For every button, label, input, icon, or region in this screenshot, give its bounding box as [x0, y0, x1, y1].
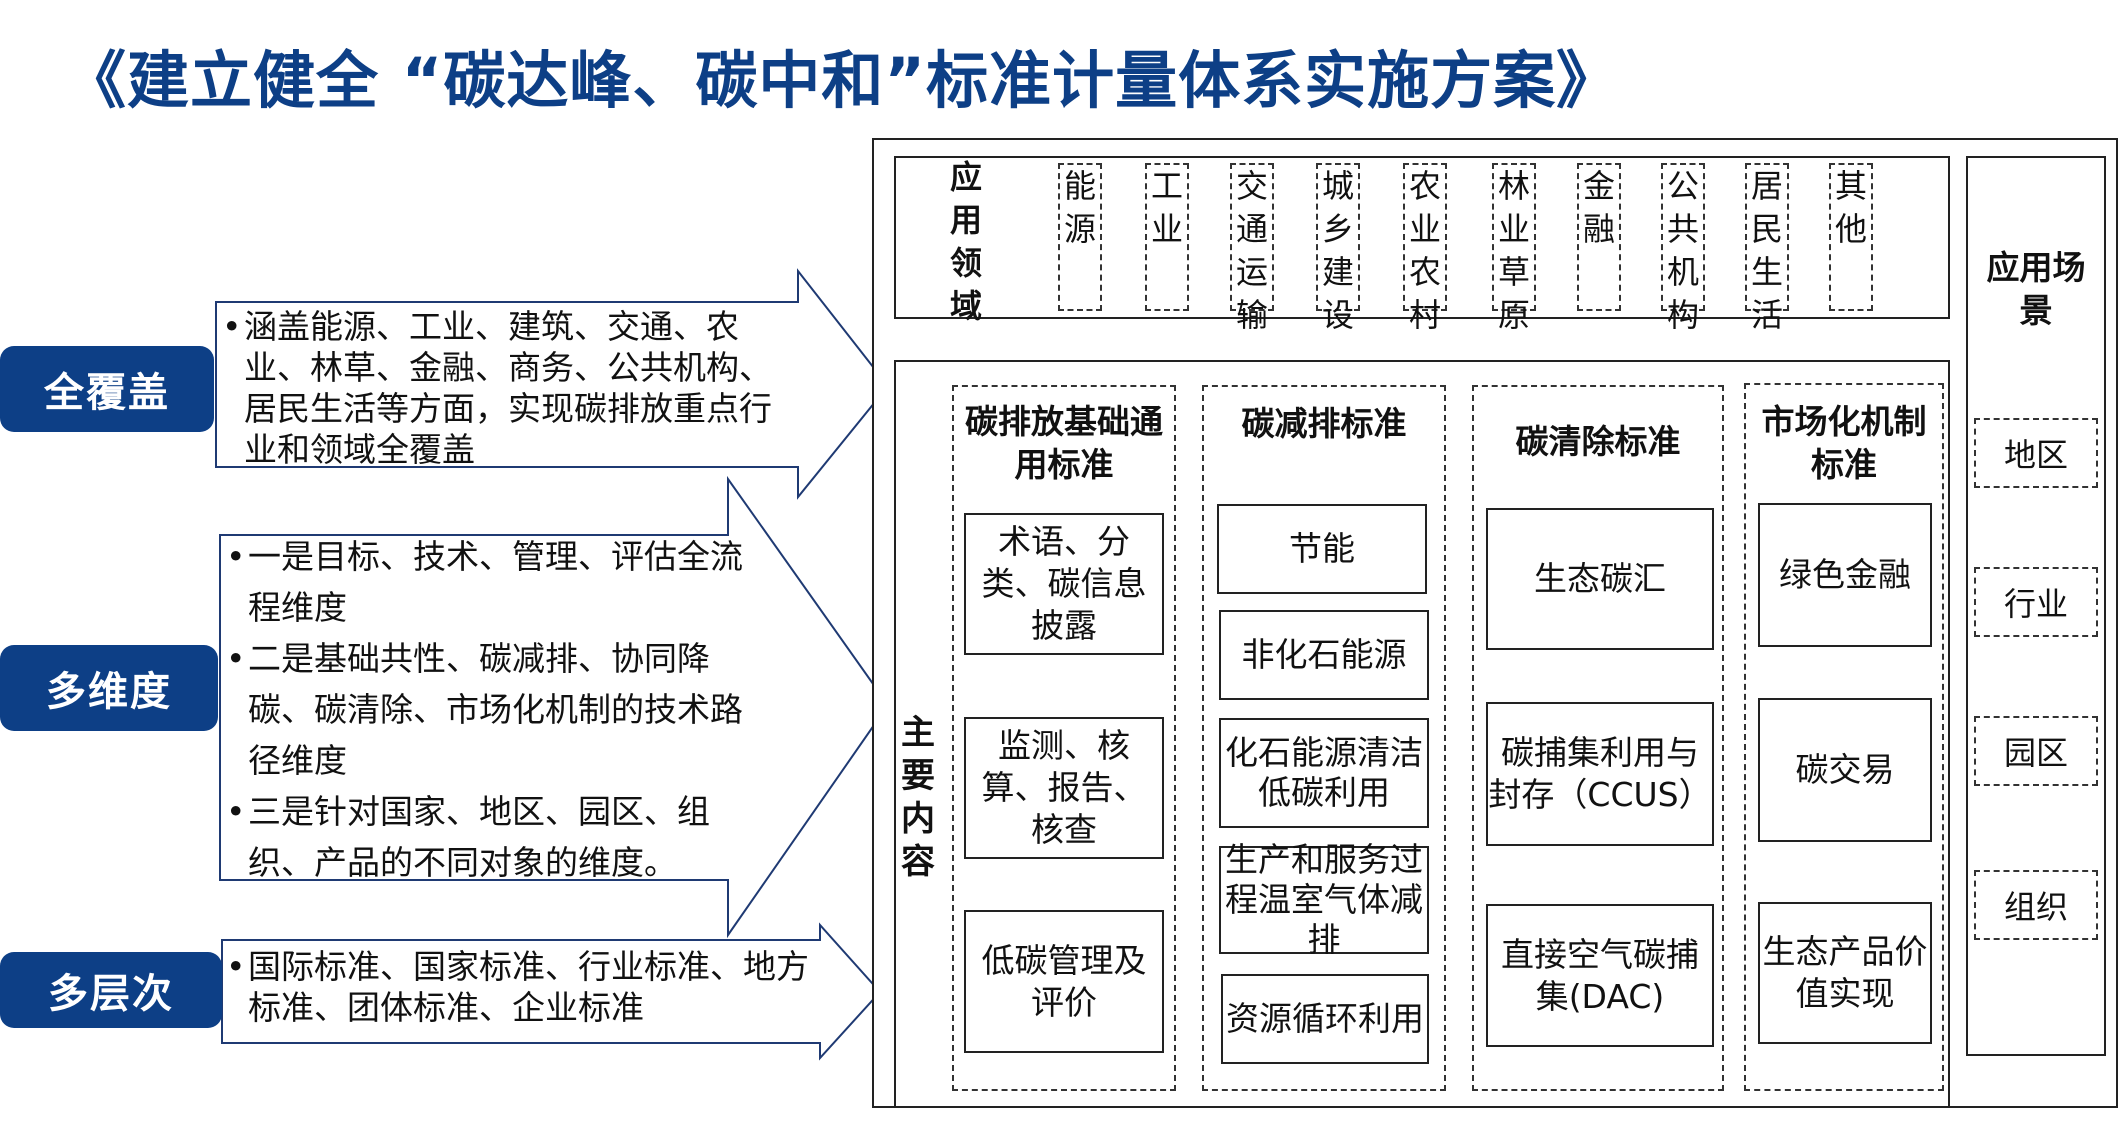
- dimension-item: 二是基础共性、碳减排、协同降碳、碳清除、市场化机制的技术路径维度: [248, 639, 743, 780]
- column-basic-general: [952, 385, 1176, 1091]
- arrow-dimension: [219, 475, 890, 939]
- content-cell: 直接空气碳捕集(DAC): [1486, 904, 1714, 1047]
- content-cell: 碳交易: [1758, 698, 1932, 842]
- label-multi-dimension: 多维度: [0, 645, 218, 731]
- field-forestry: 林业草原: [1492, 163, 1536, 334]
- dimension-text-block: •一是目标、技术、管理、评估全流程维度 •二是基础共性、碳减排、协同降碳、碳清除…: [226, 531, 746, 888]
- dimension-item: 一是目标、技术、管理、评估全流程维度: [248, 537, 743, 627]
- field-other: 其他: [1829, 163, 1873, 311]
- scene-region: 地区: [1974, 418, 2098, 488]
- field-industry: 工业: [1145, 163, 1189, 311]
- column-header: 碳清除标准: [1515, 422, 1681, 461]
- arrow-level: [221, 922, 882, 1061]
- field-energy: 能源: [1058, 163, 1102, 311]
- main-content-label: 主要内容: [901, 713, 935, 882]
- content-cell: 低碳管理及评价: [964, 910, 1164, 1053]
- content-cell: 监测、核算、报告、核查: [964, 717, 1164, 859]
- content-cell: 绿色金融: [1758, 503, 1932, 647]
- content-cell: 生态产品价值实现: [1758, 902, 1932, 1044]
- field-resident-life: 居民生活: [1745, 163, 1789, 334]
- scene-organization: 组织: [1974, 870, 2098, 940]
- field-finance: 金融: [1577, 163, 1621, 311]
- level-text-block: •国际标准、国家标准、行业标准、地方标准、团体标准、企业标准: [226, 946, 826, 1028]
- content-cell: 资源循环利用: [1221, 974, 1429, 1064]
- content-cell: 术语、分类、碳信息披露: [964, 513, 1164, 655]
- content-cell: 碳捕集利用与封存（CCUS）: [1486, 702, 1714, 846]
- page-title: 《建立健全 “碳达峰、碳中和”标准计量体系实施方案》: [64, 44, 1620, 117]
- content-cell: 节能: [1217, 504, 1427, 594]
- column-header: 碳排放基础通用标准: [965, 402, 1163, 484]
- scene-park: 园区: [1974, 716, 2098, 786]
- scene-industry: 行业: [1974, 567, 2098, 637]
- application-fields-box: [894, 156, 1950, 319]
- label-multi-level: 多层次: [0, 952, 222, 1028]
- cover-text: 涵盖能源、工业、建筑、交通、农业、林草、金融、商务、公共机构、居民生活等方面，实…: [244, 307, 772, 469]
- column-emission-reduction: [1202, 385, 1446, 1091]
- application-field-label: 应用领域: [949, 158, 982, 325]
- dimension-item: 三是针对国家、地区、园区、组织、产品的不同对象的维度。: [248, 792, 710, 882]
- content-cell: 生态碳汇: [1486, 508, 1714, 650]
- label-full-coverage: 全覆盖: [0, 346, 214, 432]
- arrow-cover: [215, 268, 890, 500]
- content-cell: 化石能源清洁低碳利用: [1219, 718, 1429, 828]
- column-market-mechanism: [1744, 383, 1944, 1091]
- field-urban-rural: 城乡建设: [1316, 163, 1360, 334]
- application-scene-label: 应用场景: [1986, 248, 2086, 330]
- field-public-institution: 公共机构: [1661, 163, 1705, 334]
- level-text: 国际标准、国家标准、行业标准、地方标准、团体标准、企业标准: [248, 947, 809, 1027]
- cover-text-block: •涵盖能源、工业、建筑、交通、农业、林草、金融、商务、公共机构、居民生活等方面，…: [222, 306, 802, 470]
- content-cell: 生产和服务过程温室气体减排: [1219, 840, 1429, 959]
- column-carbon-removal: [1472, 385, 1724, 1091]
- column-header: 碳减排标准: [1241, 404, 1407, 443]
- column-header: 市场化机制标准: [1761, 402, 1927, 484]
- content-cell: 非化石能源: [1219, 610, 1429, 700]
- field-agriculture: 农业农村: [1403, 163, 1447, 334]
- field-transport: 交通运输: [1230, 163, 1274, 334]
- application-scene-box: [1966, 156, 2106, 1056]
